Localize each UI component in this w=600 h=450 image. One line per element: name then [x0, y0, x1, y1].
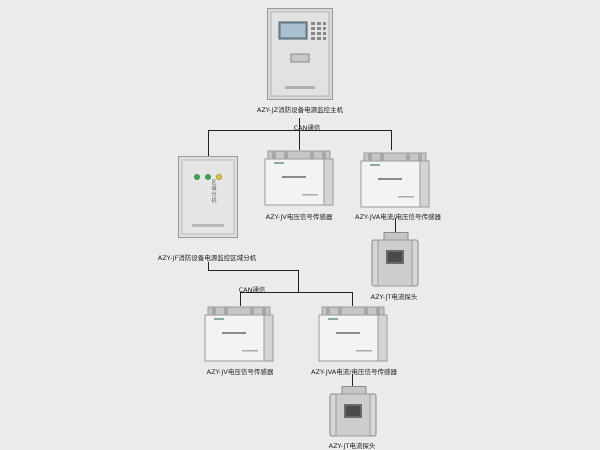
zone-unit-label: AZY-JF消防设备电源监控区域分机: [157, 254, 257, 262]
sensor-vi-top-label: AZY-JVA电流/电压信号传感器: [355, 213, 441, 221]
zone-to-bus-line: [208, 262, 209, 270]
top-drop-zone: [208, 130, 209, 156]
bottom-bus-label: CAN通信: [238, 286, 266, 294]
ct-bottom: [329, 386, 377, 437]
main-host-label: AZY-JZ消防设备电源监控主机: [256, 106, 344, 114]
top-drop-vi: [391, 130, 392, 150]
bottom-drop-vi: [352, 292, 353, 306]
sensor-vi-top: [360, 152, 430, 208]
main-host-cabinet: [267, 8, 333, 100]
sensor-voltage-bottom-label: AZY-JV电压信号传感器: [206, 368, 274, 376]
zone-unit-panel-text: 区 域 分 机: [211, 180, 217, 204]
bottom-bus-line: [240, 292, 352, 293]
sensor-voltage-top-label: AZY-JV电压信号传感器: [265, 213, 333, 221]
top-bus-line: [208, 130, 392, 131]
vi-to-ct-bottom-line: [352, 374, 353, 386]
zone-horizontal-line: [208, 270, 298, 271]
sensor-voltage-top: [264, 150, 334, 206]
bottom-drop-voltage: [240, 292, 241, 306]
sensor-voltage-bottom: [204, 306, 274, 362]
sensor-vi-bottom-label: AZY-JVA电流/电压信号传感器: [311, 368, 397, 376]
zone-bus-down-line: [298, 270, 299, 292]
main-to-bus-line: [299, 118, 300, 130]
vi-to-ct-line: [395, 218, 396, 232]
top-drop-voltage: [299, 130, 300, 150]
sensor-vi-bottom: [318, 306, 388, 362]
ct-bottom-label: AZY-JT电流探头: [328, 442, 376, 450]
zone-unit-cabinet: [178, 156, 238, 238]
ct-top: [371, 232, 419, 287]
ct-top-label: AZY-JT电流探头: [370, 293, 418, 301]
top-bus-label: CAN通信: [293, 124, 321, 132]
